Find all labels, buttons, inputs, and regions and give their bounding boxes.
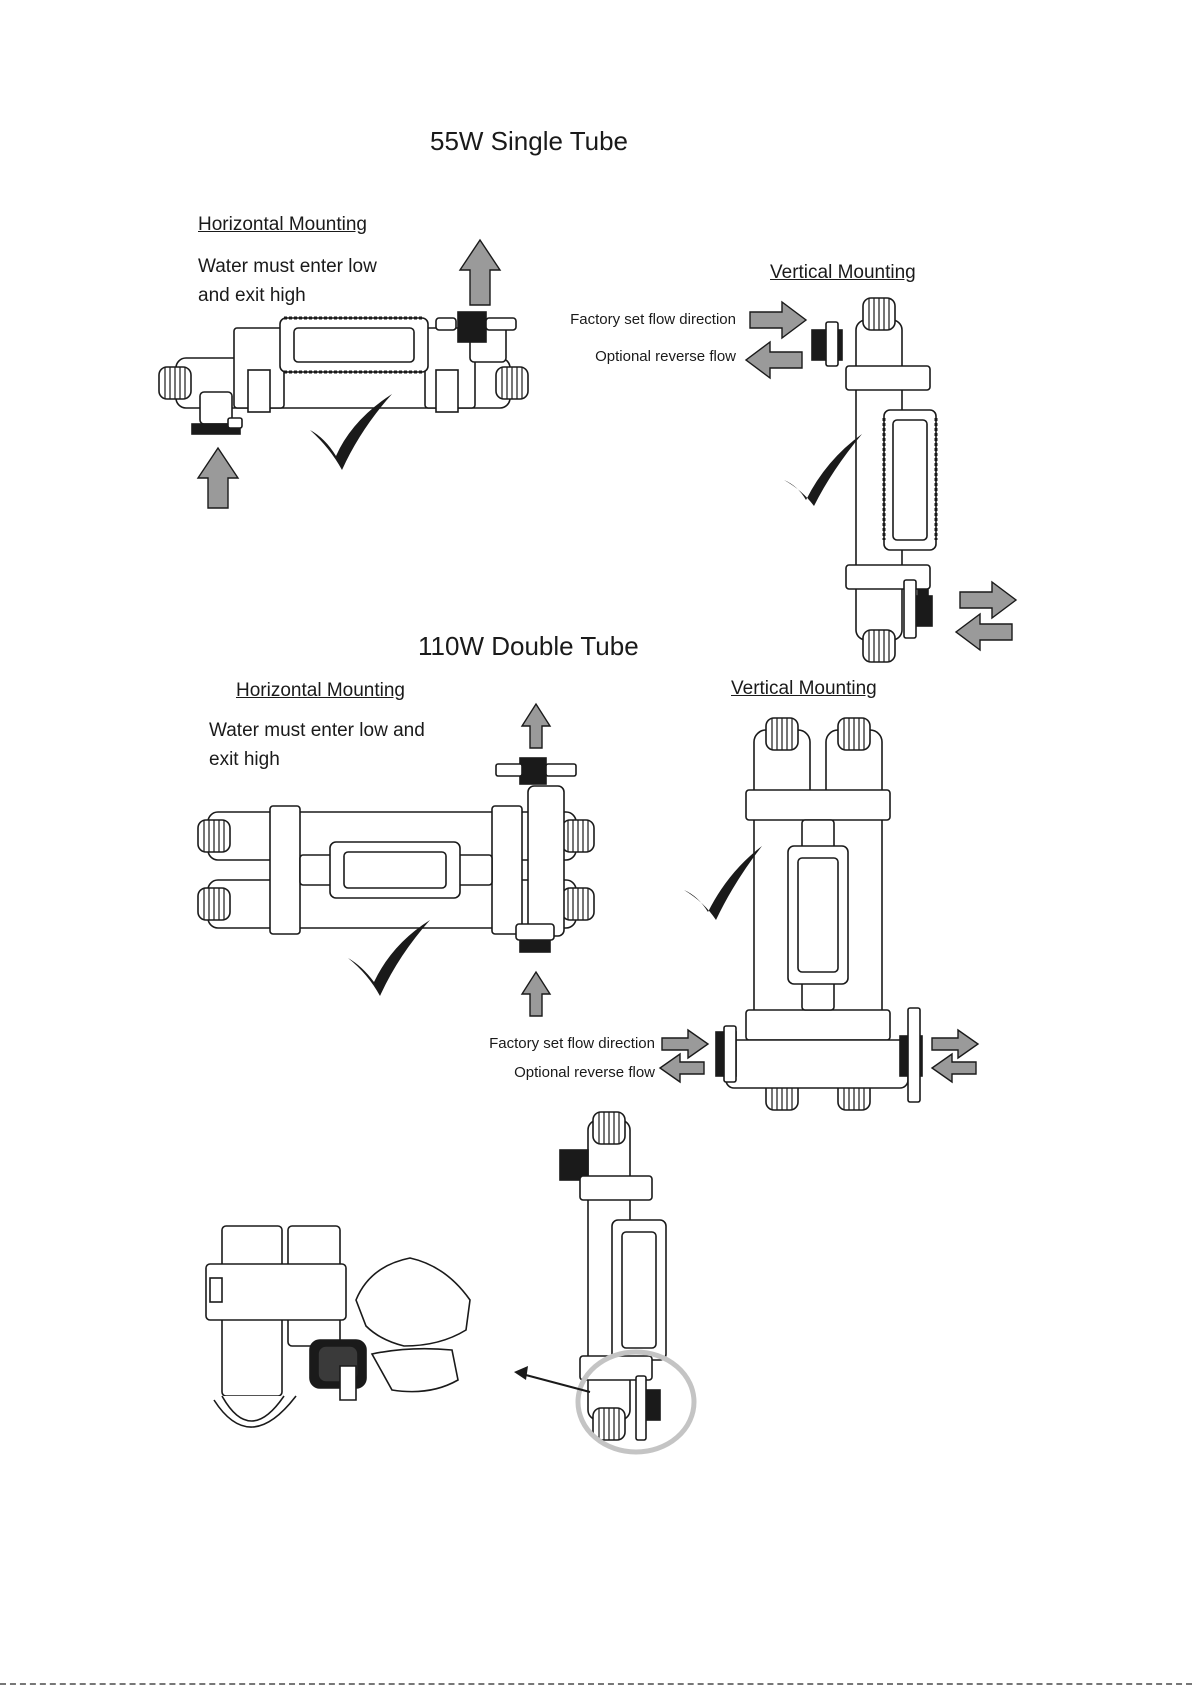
flow-arrow-icon — [746, 342, 802, 378]
end-cap-left — [159, 367, 191, 399]
uv-unit-detail-vertical — [560, 1112, 666, 1440]
end-cap-top — [593, 1112, 625, 1144]
uv-unit-110w-vertical — [716, 718, 922, 1110]
checkmark-icon — [684, 846, 762, 920]
flow-arrow-icon — [198, 448, 238, 508]
flow-arrow-icon — [932, 1054, 976, 1082]
end-cap — [838, 718, 870, 750]
flow-arrow-icon — [932, 1030, 978, 1058]
end-cap — [562, 888, 594, 920]
flow-arrow-icon — [662, 1030, 708, 1058]
flow-arrow-icon — [750, 302, 806, 338]
end-cap — [562, 820, 594, 852]
end-cap-right — [496, 367, 528, 399]
checkmark-icon — [784, 434, 862, 506]
hand-adjusting-valve-illustration — [206, 1226, 470, 1427]
uv-unit-55w-horizontal — [159, 312, 528, 434]
uv-unit-55w-vertical — [812, 298, 936, 662]
flow-arrow-icon — [956, 614, 1012, 650]
end-cap — [766, 718, 798, 750]
uv-unit-110w-horizontal — [198, 758, 594, 952]
end-cap — [198, 820, 230, 852]
checkmark-icon — [348, 920, 430, 996]
flow-arrow-icon — [460, 240, 500, 305]
flow-arrow-icon — [522, 704, 550, 748]
flow-arrow-icon — [522, 972, 550, 1016]
flow-arrow-icon — [660, 1054, 704, 1082]
pointer-arrow — [514, 1366, 590, 1392]
end-cap-top — [863, 298, 895, 330]
end-cap-bottom — [593, 1408, 625, 1440]
end-cap — [198, 888, 230, 920]
end-cap-bottom — [863, 630, 895, 662]
flow-arrow-icon — [960, 582, 1016, 618]
